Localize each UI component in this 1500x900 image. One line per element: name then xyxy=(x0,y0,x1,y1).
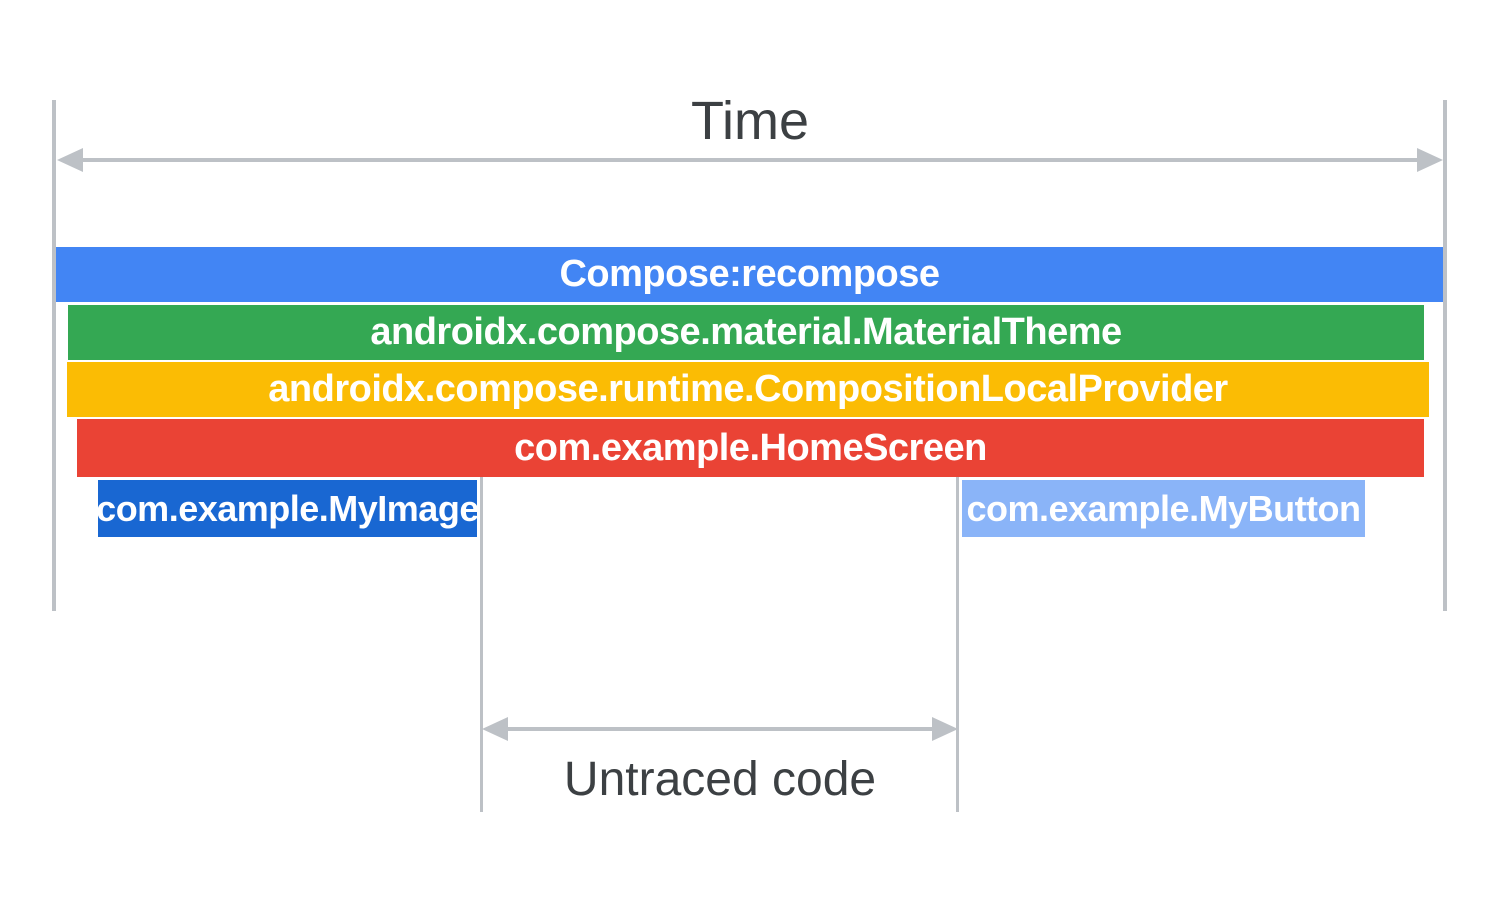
untraced-gap-end-line xyxy=(956,477,959,812)
trace-bar-home-screen: com.example.HomeScreen xyxy=(77,419,1424,477)
trace-bar-my-button: com.example.MyButton xyxy=(962,480,1365,537)
trace-bar-material-theme: androidx.compose.material.MaterialTheme xyxy=(68,305,1424,360)
trace-bar-label: androidx.compose.material.MaterialTheme xyxy=(370,311,1122,353)
trace-bar-label: com.example.MyButton xyxy=(966,487,1361,529)
time-arrow-shaft xyxy=(77,158,1423,162)
trace-bar-label: com.example.HomeScreen xyxy=(514,426,987,469)
trace-end-boundary-line xyxy=(1443,100,1447,611)
trace-bar-compose-recompose: Compose:recompose xyxy=(56,247,1443,302)
arrowhead-right-icon xyxy=(1417,148,1443,172)
trace-bar-composition-local-provider: androidx.compose.runtime.CompositionLoca… xyxy=(67,362,1429,417)
trace-bar-label: androidx.compose.runtime.CompositionLoca… xyxy=(268,368,1228,410)
trace-start-boundary-line xyxy=(52,100,56,611)
untraced-code-title: Untraced code xyxy=(563,753,877,806)
time-range-arrow xyxy=(57,148,1443,172)
time-axis-title: Time xyxy=(691,91,809,151)
untraced-gap-start-line xyxy=(480,477,483,812)
trace-bar-label: com.example.MyImage xyxy=(96,487,479,529)
trace-bar-my-image: com.example.MyImage xyxy=(96,480,479,537)
untraced-arrow-shaft xyxy=(502,727,938,731)
arrowhead-right-icon xyxy=(932,717,958,741)
untraced-range-arrow xyxy=(482,717,958,741)
trace-bar-label: Compose:recompose xyxy=(559,253,940,295)
